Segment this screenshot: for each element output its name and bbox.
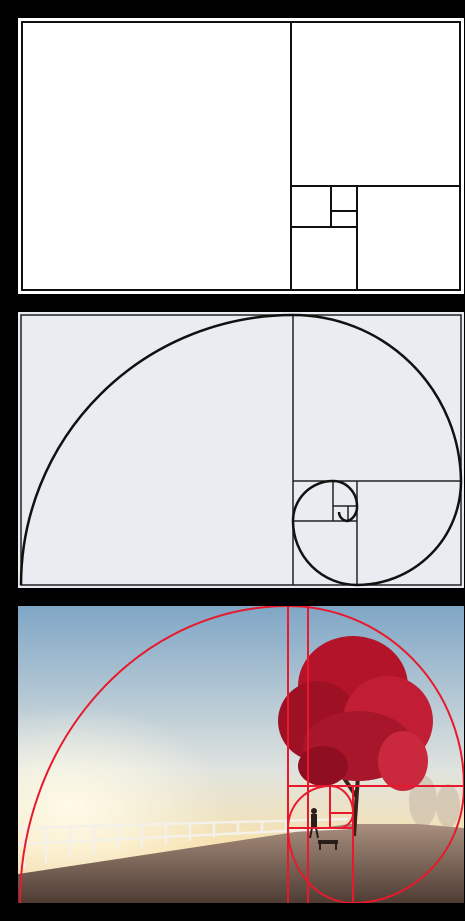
golden-spiral-curve: [21, 315, 461, 585]
golden-spiral-diagram: [18, 312, 464, 588]
photo-overlay-panel: [18, 606, 464, 903]
outer-rectangle: [21, 315, 461, 585]
golden-grid-diagram: [18, 18, 464, 294]
tree-photo: [18, 606, 464, 903]
outer-rectangle: [22, 22, 460, 290]
golden-grid-panel: [18, 18, 464, 294]
golden-spiral-panel: [18, 312, 464, 588]
